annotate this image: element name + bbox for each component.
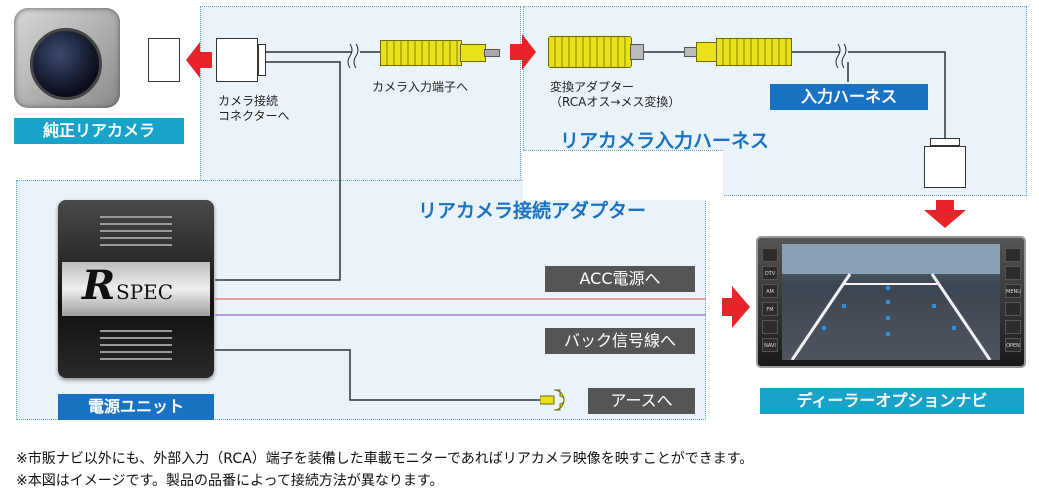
power-unit-label: 電源ユニット — [58, 394, 214, 420]
genuine-camera-label: 純正リアカメラ — [14, 118, 184, 144]
navi-button[interactable] — [1005, 320, 1021, 334]
harness-zone-cutout — [523, 150, 723, 200]
navi-button[interactable] — [1005, 248, 1021, 262]
rspec-logo-text: SPEC — [116, 280, 174, 304]
arrow-to-converter — [510, 34, 536, 70]
navi-button[interactable] — [762, 248, 778, 262]
rear-camera-lens — [30, 28, 102, 100]
camera-connector — [216, 38, 258, 82]
ground-terminal-icon — [540, 389, 565, 411]
navi-button[interactable]: DTV — [762, 266, 778, 280]
navi-button[interactable] — [762, 320, 778, 334]
camera-connector-neck — [258, 44, 266, 76]
back-signal-tag: バック信号線へ — [545, 328, 695, 354]
rca-plug-pin — [484, 49, 500, 57]
navi-button[interactable]: MENU — [1005, 284, 1021, 298]
rca-plug-tip — [460, 44, 486, 62]
ground-tag: アースへ — [588, 388, 695, 414]
camera-connector-label: カメラ接続 コネクターへ — [218, 94, 290, 123]
navi-button[interactable]: NAVI — [762, 338, 778, 352]
rear-view-image — [782, 244, 1000, 360]
harness-rca-tip — [696, 42, 718, 62]
rear-camera-adapter-title: リアカメラ接続アダプター — [418, 200, 647, 222]
acc-tag: ACC電源へ — [545, 266, 695, 292]
power-unit-vents-top — [100, 216, 172, 246]
converter-label: 変換アダプター （RCAオス→メス変換） — [550, 80, 681, 109]
dealer-navi-label: ディーラーオプションナビ — [760, 388, 1024, 414]
zone-merge-cover — [201, 181, 520, 185]
navi-screen — [782, 244, 1000, 360]
harness-rca-body — [716, 38, 792, 66]
camera-input-label: カメラ入力端子へ — [372, 80, 469, 94]
rear-camera-harness-title: リアカメラ入力ハーネス — [560, 130, 770, 152]
navi-button[interactable] — [1005, 302, 1021, 316]
rspec-logo-band — [62, 262, 210, 316]
note-2: ※本図はイメージです。製品の品番によって接続方法が異なります。 — [16, 473, 444, 489]
converter-adapter — [548, 36, 632, 68]
arrow-to-navi-top — [924, 200, 966, 228]
arrow-to-navi-side — [722, 286, 750, 328]
power-unit-vents-bottom — [100, 330, 172, 360]
input-harness-tag: 入力ハーネス — [770, 84, 928, 110]
converter-end — [630, 44, 644, 60]
harness-zone-cutout-border — [523, 150, 723, 153]
harness-connector-neck — [930, 138, 960, 146]
rspec-logo-r: R — [82, 262, 116, 309]
harness-connector — [924, 146, 966, 188]
camera-plug — [148, 38, 180, 82]
navi-button[interactable] — [1005, 266, 1021, 280]
adapter-zone-upper — [200, 6, 521, 192]
navi-button[interactable]: FM — [762, 302, 778, 316]
navi-button[interactable]: AM — [762, 284, 778, 298]
rca-plug-body — [380, 40, 462, 66]
navi-button[interactable]: OPEN — [1005, 338, 1021, 352]
arrow-to-camera — [186, 42, 212, 78]
note-1: ※市販ナビ以外にも、外部入力（RCA）端子を装備した車載モニターであればリアカメ… — [16, 451, 754, 467]
